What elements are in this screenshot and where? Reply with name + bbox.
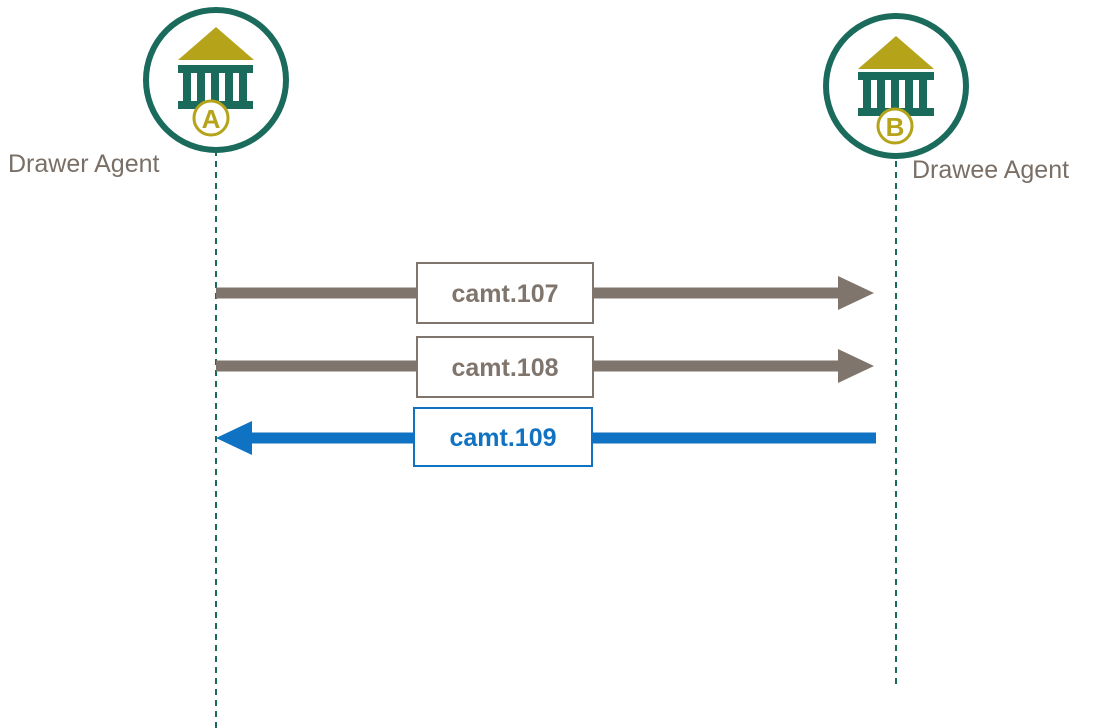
drawee-agent-icon: B xyxy=(823,13,969,159)
arrow-head-right xyxy=(838,276,874,310)
message-box xyxy=(416,336,594,398)
drawer-badge: A xyxy=(192,99,230,137)
arrow-head-left xyxy=(216,421,252,455)
drawer-agent-label: Drawer Agent xyxy=(8,150,160,178)
message-label: camt.109 xyxy=(449,424,556,452)
message-camt-108: camt.108 xyxy=(216,336,874,398)
arrow-head-right xyxy=(838,349,874,383)
message-camt-107: camt.107 xyxy=(216,262,874,324)
drawee-agent-label: Drawee Agent xyxy=(912,156,1069,184)
drawer-agent-icon: A xyxy=(143,7,289,153)
drawee-badge: B xyxy=(876,107,914,145)
message-label: camt.107 xyxy=(451,280,558,308)
message-box xyxy=(416,262,594,324)
message-camt-109: camt.109 xyxy=(216,407,876,467)
message-box xyxy=(413,407,593,467)
drawer-badge-letter: A xyxy=(202,104,221,134)
drawee-badge-letter: B xyxy=(886,112,905,142)
message-label: camt.108 xyxy=(451,354,558,382)
